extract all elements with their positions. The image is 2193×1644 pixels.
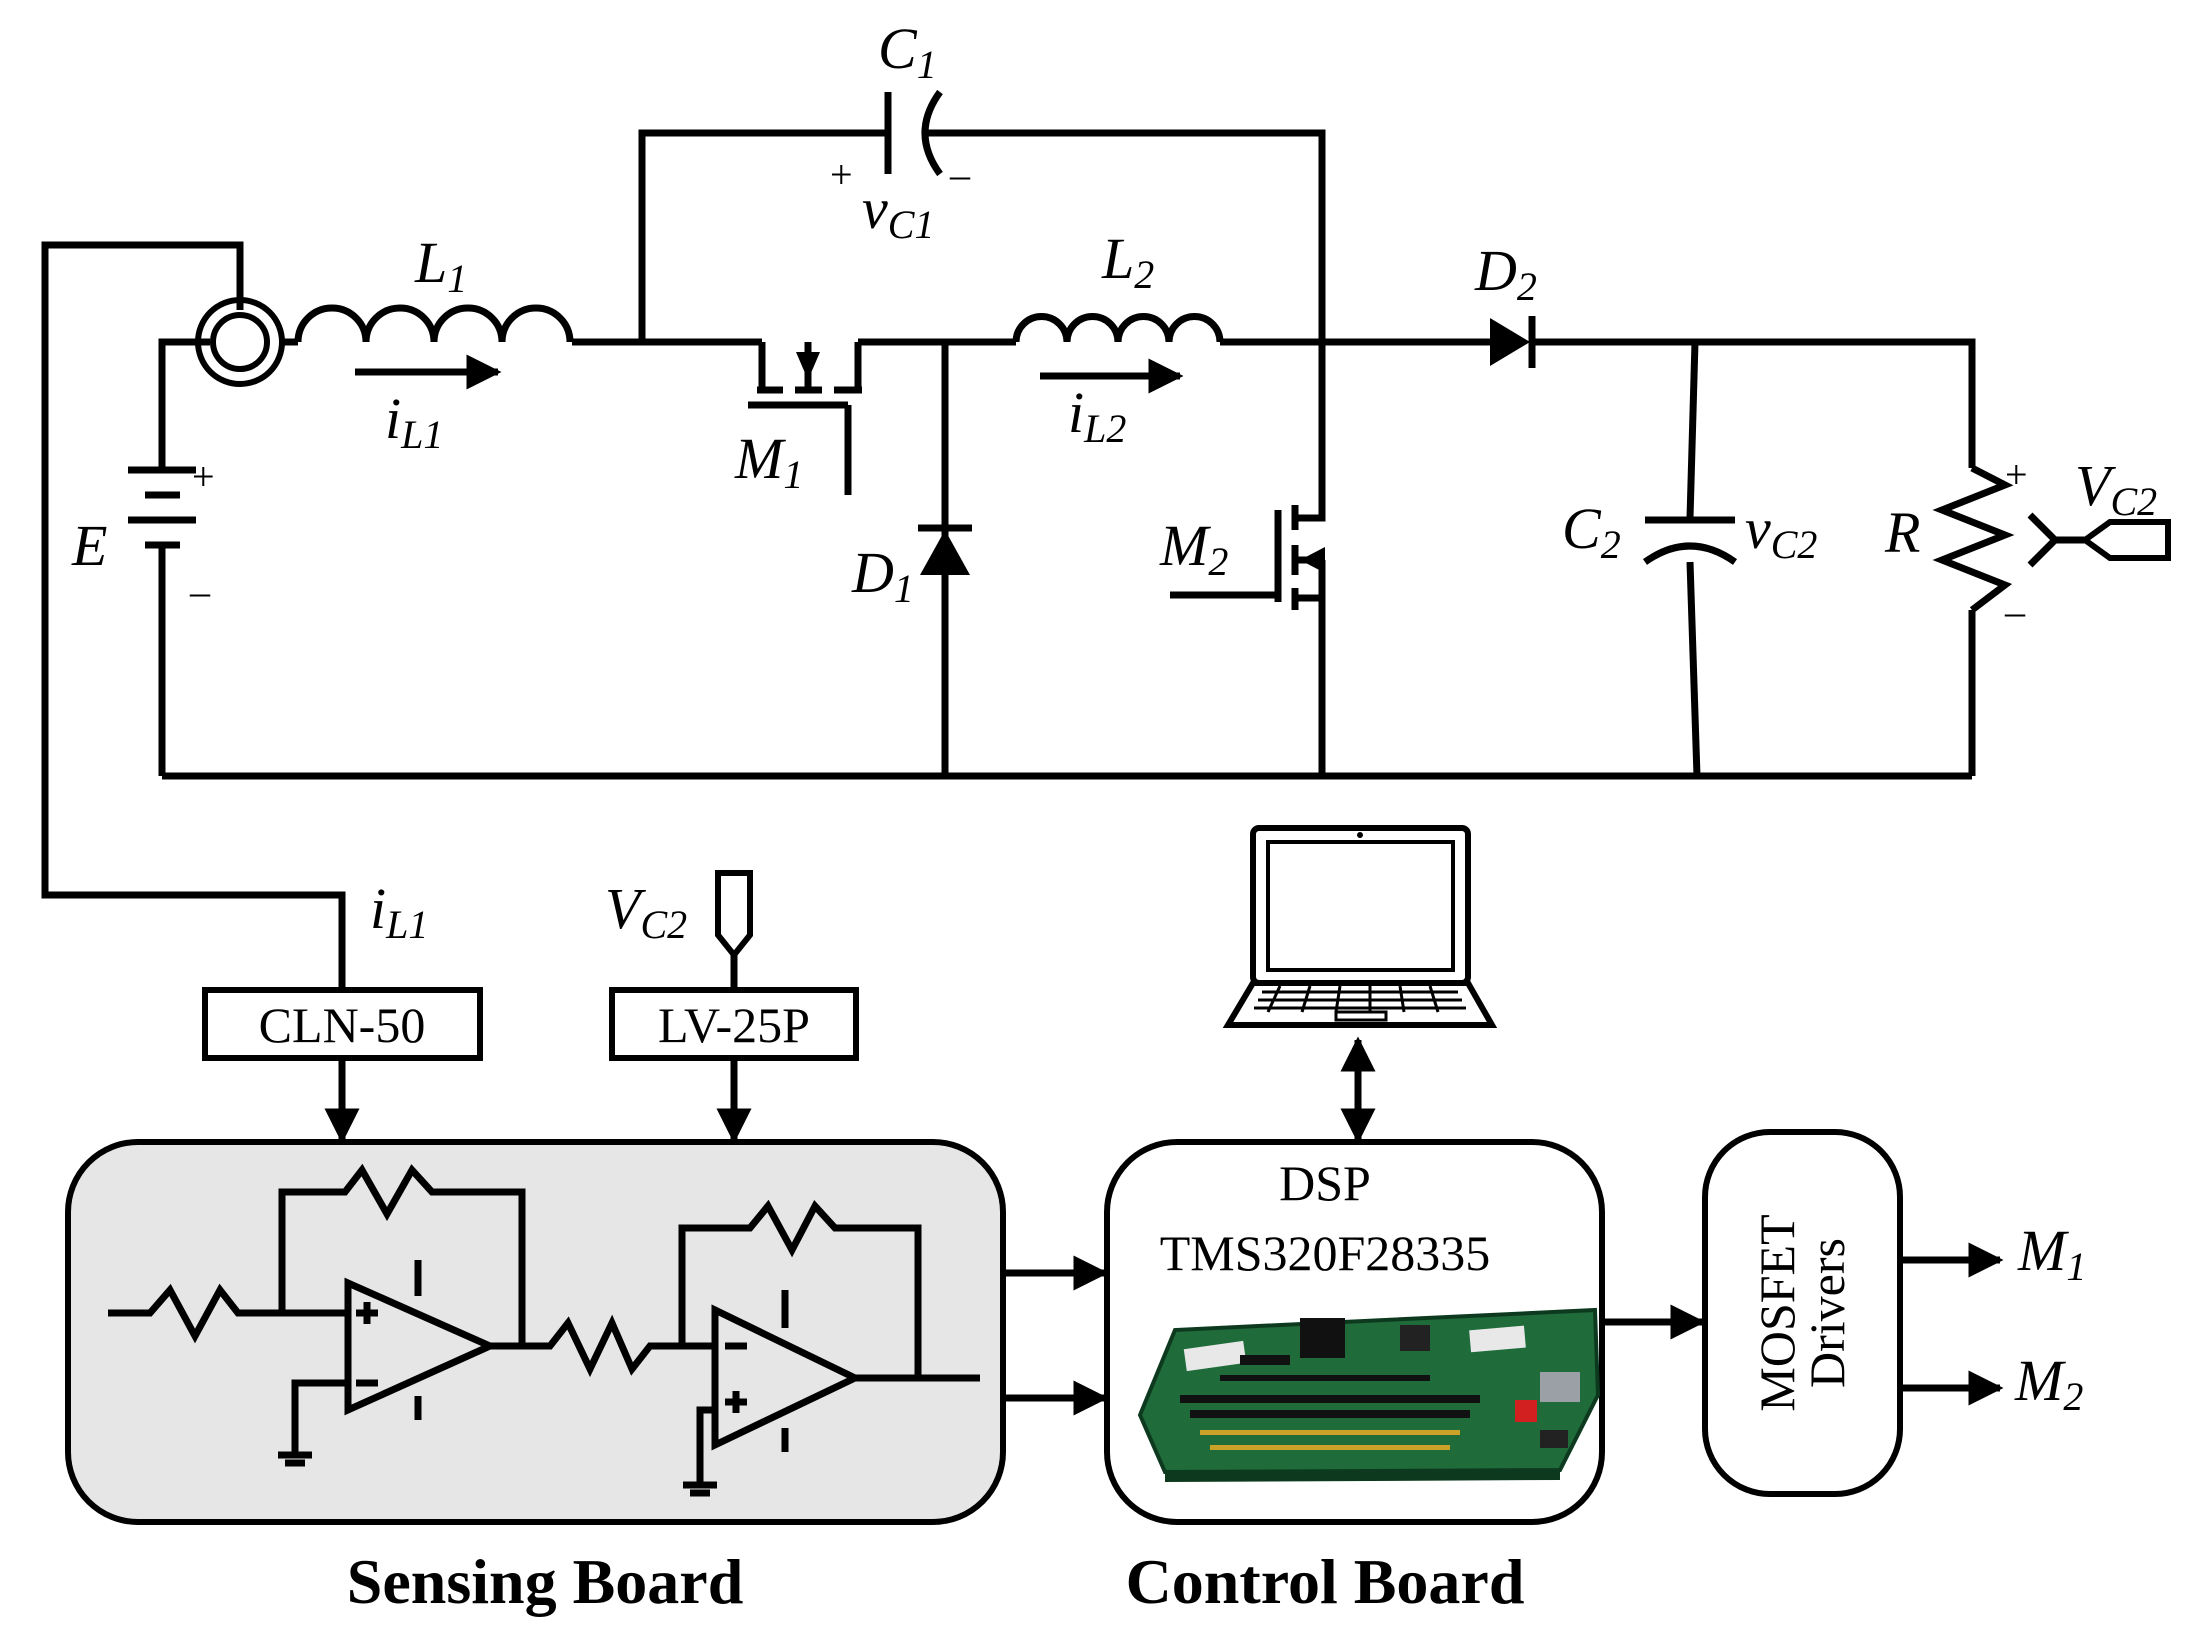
mosfet-1-icon xyxy=(748,342,862,495)
sensing-voltage-label: VC2 xyxy=(605,876,687,947)
capacitor-1-plus: + xyxy=(830,152,853,197)
capacitor-1-icon xyxy=(884,89,943,177)
output-probe-label: VC2 xyxy=(2075,453,2157,524)
lv25p-label: LV-25P xyxy=(658,997,810,1053)
capacitor-2-voltage: vC2 xyxy=(1745,496,1817,567)
inductor-2-label: L2 xyxy=(1101,226,1154,297)
capacitor-2-icon xyxy=(1642,516,1738,565)
dsp-label-line2: TMS320F28335 xyxy=(1160,1225,1491,1281)
resistor-load-icon xyxy=(1932,464,2015,613)
load-minus: – xyxy=(2004,589,2026,634)
sensing-board-title: Sensing Board xyxy=(347,1546,744,1617)
current-label-il2: iL2 xyxy=(1068,380,1126,451)
dsp-label-line1: DSP xyxy=(1279,1155,1371,1211)
inductor-1-label: L1 xyxy=(414,230,467,301)
load-label: R xyxy=(1884,500,1920,565)
current-sensor-icon xyxy=(195,297,285,387)
load-plus: + xyxy=(2005,452,2028,497)
capacitor-2-label: C2 xyxy=(1562,496,1621,567)
diode-1-icon xyxy=(918,524,972,575)
capacitor-1-voltage: vC1 xyxy=(862,176,934,247)
dsp-board-image xyxy=(1137,1307,1601,1482)
inductor-1-icon xyxy=(294,304,574,343)
voltage-probe-icon xyxy=(715,870,753,990)
capacitor-1-label: C1 xyxy=(878,16,937,87)
mosfet-drivers-box xyxy=(1702,1129,1903,1497)
mosfet-2-icon xyxy=(1170,490,1326,610)
current-label-il1: iL1 xyxy=(385,386,443,457)
sensing-board xyxy=(65,1139,1006,1525)
sensing-current-label: iL1 xyxy=(370,876,428,947)
mosfet-2-label: M2 xyxy=(1159,513,1228,584)
source-minus: – xyxy=(189,569,211,614)
capacitor-1-minus: – xyxy=(949,152,971,197)
power-stage-wiring xyxy=(41,129,1976,990)
mosfet-1-label: M1 xyxy=(734,426,803,497)
laptop-icon xyxy=(1222,825,1498,1028)
control-board-title: Control Board xyxy=(1126,1546,1525,1617)
diode-1-label: D1 xyxy=(851,540,914,611)
battery-icon xyxy=(128,466,196,560)
inductor-2-icon xyxy=(1012,313,1224,343)
drivers-label-line2: Drivers xyxy=(1799,1238,1855,1388)
output-probe-icon xyxy=(2027,512,2171,568)
cln50-label: CLN-50 xyxy=(259,997,426,1053)
source-label: E xyxy=(71,513,107,578)
diode-2-label: D2 xyxy=(1474,238,1537,309)
drivers-label-line1: MOSFET xyxy=(1749,1214,1805,1411)
driver-out-label-m1: M1 xyxy=(2017,1218,2086,1289)
source-plus: + xyxy=(192,454,215,499)
driver-out-label-m2: M2 xyxy=(2014,1348,2083,1419)
diode-2-icon xyxy=(1490,316,1536,368)
